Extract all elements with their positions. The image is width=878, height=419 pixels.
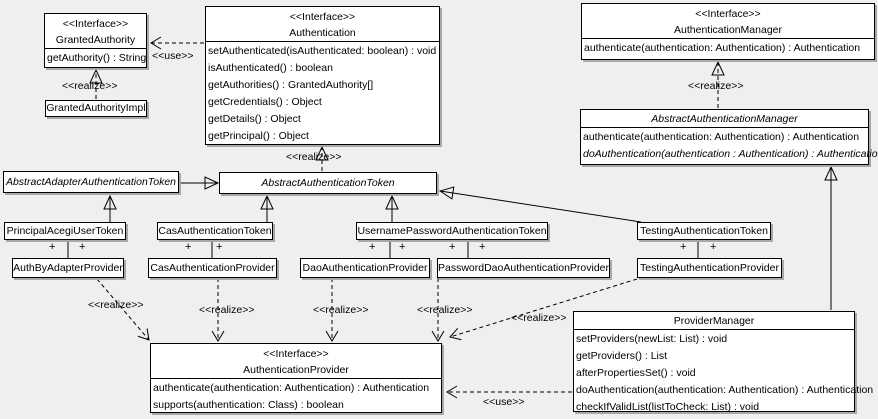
class-authentication-manager[interactable]: <<Interface>> AuthenticationManager auth…	[581, 3, 875, 60]
class-authentication-provider[interactable]: <<Interface>> AuthenticationProvider aut…	[150, 343, 442, 413]
class-granted-authority-impl[interactable]: GrantedAuthorityImpl	[45, 100, 147, 117]
stereotype: <<Interface>>	[62, 18, 129, 30]
method: getCredentials() : Object	[208, 96, 322, 108]
edge-label-use: <<use>>	[152, 50, 194, 62]
multiplicity-plus: +	[79, 241, 86, 253]
class-name: CasAuthenticationProvider	[150, 261, 275, 274]
edge-label-realize: <<realize>>	[88, 299, 144, 311]
class-dao-authentication-provider[interactable]: DaoAuthenticationProvider	[300, 258, 430, 278]
class-granted-authority[interactable]: <<Interface>> GrantedAuthority getAuthor…	[44, 13, 147, 68]
edge-label-realize: <<realize>>	[417, 304, 473, 316]
class-abstract-adapter-authentication-token[interactable]: AbstractAdapterAuthenticationToken	[3, 171, 179, 193]
edge-gen-testingtoken	[438, 186, 642, 223]
class-authentication[interactable]: <<Interface>> Authentication setAuthenti…	[205, 6, 440, 145]
method: getPrincipal() : Object	[208, 130, 309, 142]
method: doAuthentication(authentication : Authen…	[583, 148, 878, 160]
class-name: ProviderManager	[574, 312, 854, 330]
edge-label-realize: <<realize>>	[62, 80, 118, 92]
class-name: TestingAuthenticationToken	[640, 224, 768, 237]
stereotype: <<Interface>>	[695, 8, 761, 20]
multiplicity-plus: +	[710, 241, 717, 253]
method: afterPropertiesSet() : void	[576, 367, 696, 379]
method: checkIfValidList(listToCheck: List) : vo…	[576, 401, 760, 413]
method: getProviders() : List	[576, 350, 668, 362]
method: doAuthentication(authentication: Authent…	[576, 384, 874, 396]
multiplicity-plus: +	[680, 241, 687, 253]
method: getDetails() : Object	[208, 113, 301, 125]
class-cas-authentication-token[interactable]: CasAuthenticationToken	[157, 222, 273, 240]
method: supports(authentication: Class) : boolea…	[153, 399, 344, 411]
multiplicity-plus: +	[399, 241, 406, 253]
edge-label-realize: <<realize>>	[511, 312, 567, 324]
class-name: DaoAuthenticationProvider	[302, 261, 428, 274]
multiplicity-plus: +	[185, 241, 192, 253]
method: setProviders(newList: List) : void	[576, 333, 728, 345]
class-cas-authentication-provider[interactable]: CasAuthenticationProvider	[148, 258, 277, 278]
edge-label-realize: <<realize>>	[313, 304, 369, 316]
edge-label-use: <<use>>	[483, 396, 525, 408]
class-name: PrincipalAcegiUserToken	[6, 224, 124, 237]
class-testing-authentication-token[interactable]: TestingAuthenticationToken	[637, 222, 771, 240]
class-name: TestingAuthenticationProvider	[640, 261, 779, 274]
multiplicity-plus: +	[479, 241, 486, 253]
class-name: AbstractAuthenticationManager	[581, 110, 868, 128]
class-name: GrantedAuthority	[55, 34, 136, 46]
multiplicity-plus: +	[216, 241, 223, 253]
class-name: AuthenticationManager	[674, 24, 782, 36]
class-username-password-authentication-token[interactable]: UsernamePasswordAuthenticationToken	[356, 222, 548, 240]
class-abstract-authentication-manager[interactable]: AbstractAuthenticationManager authentica…	[580, 109, 878, 165]
class-name: AbstractAuthenticationToken	[261, 176, 395, 189]
method: authenticate(authentication: Authenticat…	[583, 131, 860, 143]
stereotype: <<Interface>>	[289, 11, 356, 23]
class-testing-authentication-provider[interactable]: TestingAuthenticationProvider	[637, 258, 782, 278]
class-abstract-authentication-token[interactable]: AbstractAuthenticationToken	[219, 172, 437, 194]
class-name: PasswordDaoAuthenticationProvider	[438, 261, 610, 274]
stereotype: <<Interface>>	[263, 348, 329, 360]
class-name: UsernamePasswordAuthenticationToken	[357, 224, 547, 237]
multiplicity-plus: +	[369, 241, 376, 253]
edge-label-realize: <<realize>>	[286, 151, 342, 163]
method: authenticate(authentication: Authenticat…	[153, 382, 430, 394]
edge-label-realize: <<realize>>	[199, 304, 255, 316]
method: getAuthorities() : GrantedAuthority[]	[208, 79, 374, 91]
class-principal-acegi-user-token[interactable]: PrincipalAcegiUserToken	[4, 222, 126, 240]
multiplicity-plus: +	[449, 241, 456, 253]
method: setAuthenticated(isAuthenticated: boolea…	[208, 45, 437, 57]
method: isAuthenticated() : boolean	[208, 62, 333, 74]
class-name: AuthByAdapterProvider	[13, 261, 123, 274]
method: authenticate(authentication: Authenticat…	[584, 42, 861, 54]
method: getAuthority() : String	[47, 52, 147, 64]
class-name: GrantedAuthorityImpl	[46, 102, 146, 114]
class-name: AbstractAdapterAuthenticationToken	[5, 175, 177, 188]
class-auth-by-adapter-provider[interactable]: AuthByAdapterProvider	[12, 258, 124, 278]
edge-label-realize: <<realize>>	[688, 80, 744, 92]
class-provider-manager[interactable]: ProviderManager setProviders(newList: Li…	[573, 311, 874, 413]
multiplicity-plus: +	[49, 241, 56, 253]
class-password-dao-authentication-provider[interactable]: PasswordDaoAuthenticationProvider	[437, 258, 610, 278]
class-name: CasAuthenticationToken	[158, 224, 272, 237]
class-name: Authentication	[289, 27, 356, 39]
class-name: AuthenticationProvider	[243, 364, 349, 376]
